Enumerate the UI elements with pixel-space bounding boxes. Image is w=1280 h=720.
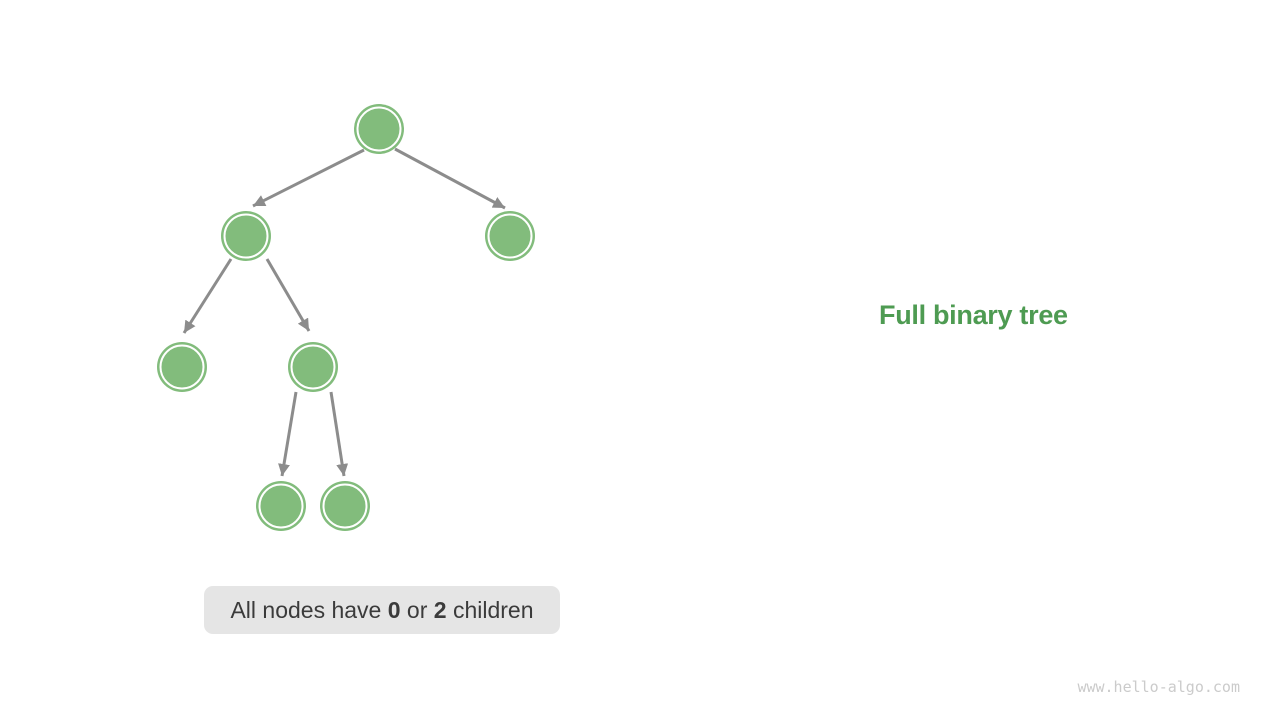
tree-node-root (354, 104, 404, 154)
watermark: www.hello-algo.com (1077, 678, 1240, 696)
tree-node-left-left (157, 342, 207, 392)
tree-node-left-right-left (256, 481, 306, 531)
tree-nodes-layer (157, 104, 535, 531)
caption-text: children (446, 596, 534, 623)
tree-edge-left-right-to-left-right-left (278, 391, 298, 477)
tree-edge-left-to-left-left (182, 258, 233, 334)
diagram-title: Full binary tree (879, 300, 1068, 330)
tree-edge-left-right-to-left-right-right (329, 391, 349, 477)
tree-node-left-right (288, 342, 338, 392)
tree-node-right (485, 211, 535, 261)
tree-node-left-right-right (320, 481, 370, 531)
tree-edge-root-to-right (394, 147, 506, 210)
caption-text: All nodes have (230, 596, 388, 623)
tree-node-left (221, 211, 271, 261)
caption-bold-zero: 0 (387, 596, 401, 623)
caption-bold-two: 2 (433, 596, 447, 623)
tree-edges-layer (182, 147, 506, 477)
tree-edge-left-to-left-right (265, 258, 311, 332)
caption-text: or (400, 596, 434, 623)
tree-edge-root-to-left (252, 148, 365, 208)
caption-pill: All nodes have 0 or 2 children (204, 586, 560, 634)
